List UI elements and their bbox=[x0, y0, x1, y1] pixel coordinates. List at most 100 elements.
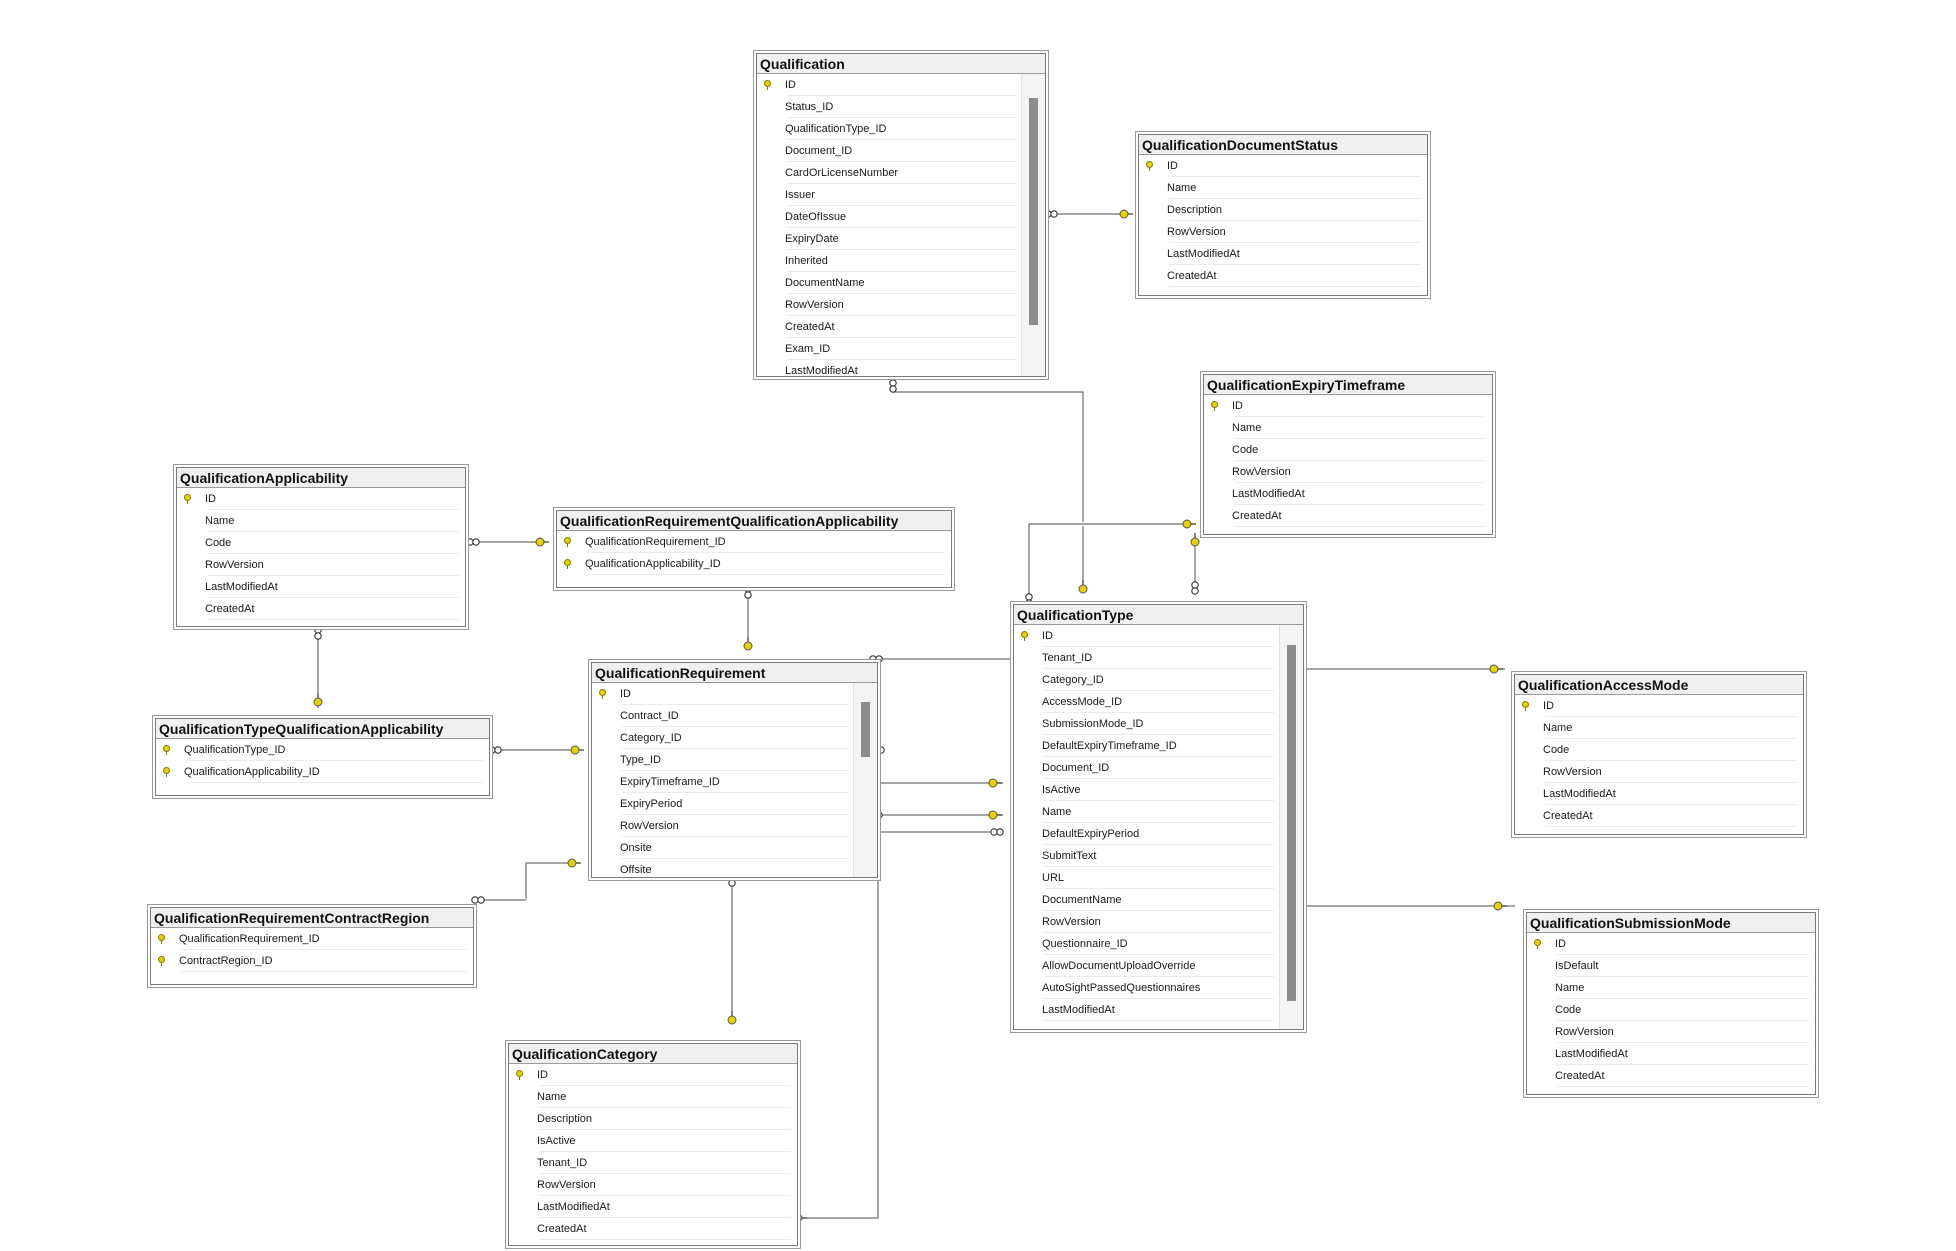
column-row[interactable]: Name bbox=[177, 510, 465, 532]
column-row[interactable]: Code bbox=[1515, 739, 1803, 761]
column-row[interactable]: CreatedAt bbox=[1527, 1065, 1815, 1087]
column-row[interactable]: Onsite bbox=[592, 837, 854, 859]
table-title[interactable]: QualificationApplicability bbox=[177, 468, 465, 488]
column-row[interactable]: CreatedAt bbox=[1139, 265, 1427, 287]
table-title[interactable]: QualificationExpiryTimeframe bbox=[1204, 375, 1492, 395]
table-title[interactable]: QualificationType bbox=[1014, 605, 1303, 625]
column-row[interactable]: Name bbox=[509, 1086, 797, 1108]
column-row[interactable]: DateOfIssue bbox=[757, 206, 1022, 228]
table-title[interactable]: QualificationRequirementContractRegion bbox=[151, 908, 473, 928]
column-row[interactable]: LastModifiedAt bbox=[1527, 1043, 1815, 1065]
column-row[interactable]: ID bbox=[592, 683, 854, 705]
column-row[interactable]: CreatedAt bbox=[757, 316, 1022, 338]
column-row[interactable]: AccessMode_ID bbox=[1014, 691, 1280, 713]
column-row[interactable]: LastModifiedAt bbox=[509, 1196, 797, 1218]
column-row[interactable]: Offsite bbox=[592, 859, 854, 877]
column-row[interactable]: Description bbox=[509, 1108, 797, 1130]
vertical-scrollbar[interactable] bbox=[1021, 74, 1045, 376]
column-row[interactable]: QualificationApplicability_ID bbox=[557, 553, 951, 575]
column-row[interactable]: AutoSightPassedQuestionnaires bbox=[1014, 977, 1280, 999]
column-row[interactable]: Status_ID bbox=[757, 96, 1022, 118]
column-row[interactable]: Exam_ID bbox=[757, 338, 1022, 360]
column-row[interactable]: LastModifiedAt bbox=[1204, 483, 1492, 505]
column-row[interactable]: ExpiryTimeframe_ID bbox=[592, 771, 854, 793]
column-row[interactable]: Name bbox=[1139, 177, 1427, 199]
column-row[interactable]: DefaultExpiryPeriod bbox=[1014, 823, 1280, 845]
table-title[interactable]: QualificationCategory bbox=[509, 1044, 797, 1064]
column-row[interactable]: ID bbox=[1515, 695, 1803, 717]
column-row[interactable]: ID bbox=[1139, 155, 1427, 177]
column-row[interactable]: Tenant_ID bbox=[1014, 647, 1280, 669]
scrollbar-thumb[interactable] bbox=[861, 702, 870, 757]
column-row[interactable]: CreatedAt bbox=[177, 598, 465, 620]
column-row[interactable]: LastModifiedAt bbox=[1014, 999, 1280, 1021]
column-row[interactable]: IsActive bbox=[509, 1130, 797, 1152]
column-row[interactable]: Type_ID bbox=[592, 749, 854, 771]
column-row[interactable]: DocumentName bbox=[757, 272, 1022, 294]
column-row[interactable]: ID bbox=[509, 1064, 797, 1086]
column-row[interactable]: Issuer bbox=[757, 184, 1022, 206]
column-row[interactable]: QualificationType_ID bbox=[757, 118, 1022, 140]
column-row[interactable]: ID bbox=[1014, 625, 1280, 647]
column-row[interactable]: Name bbox=[1204, 417, 1492, 439]
column-row[interactable]: Name bbox=[1014, 801, 1280, 823]
column-row[interactable]: QualificationRequirement_ID bbox=[151, 928, 473, 950]
column-row[interactable]: Code bbox=[177, 532, 465, 554]
column-row[interactable]: CreatedAt bbox=[509, 1218, 797, 1240]
column-row[interactable]: Code bbox=[1204, 439, 1492, 461]
scrollbar-thumb[interactable] bbox=[1029, 98, 1038, 325]
table-qualification-type-qualification-applicability[interactable]: QualificationTypeQualificationApplicabil… bbox=[155, 718, 490, 796]
column-row[interactable]: ID bbox=[757, 74, 1022, 96]
column-row[interactable]: DocumentName bbox=[1014, 889, 1280, 911]
table-title[interactable]: QualificationAccessMode bbox=[1515, 675, 1803, 695]
column-row[interactable]: RowVersion bbox=[1527, 1021, 1815, 1043]
table-qualification-requirement-contract-region[interactable]: QualificationRequirementContractRegion Q… bbox=[150, 907, 474, 985]
column-row[interactable]: ID bbox=[1204, 395, 1492, 417]
column-row[interactable]: RowVersion bbox=[1014, 911, 1280, 933]
column-row[interactable]: Name bbox=[1515, 717, 1803, 739]
column-row[interactable]: LastModifiedAt bbox=[757, 360, 1022, 376]
column-row[interactable]: RowVersion bbox=[1204, 461, 1492, 483]
column-row[interactable]: RowVersion bbox=[1515, 761, 1803, 783]
column-row[interactable]: IsDefault bbox=[1527, 955, 1815, 977]
column-row[interactable]: QualificationApplicability_ID bbox=[156, 761, 489, 783]
column-row[interactable]: ExpiryDate bbox=[757, 228, 1022, 250]
table-title[interactable]: Qualification bbox=[757, 54, 1045, 74]
column-row[interactable]: IsActive bbox=[1014, 779, 1280, 801]
column-row[interactable]: CardOrLicenseNumber bbox=[757, 162, 1022, 184]
table-title[interactable]: QualificationSubmissionMode bbox=[1527, 913, 1815, 933]
table-title[interactable]: QualificationDocumentStatus bbox=[1139, 135, 1427, 155]
column-row[interactable]: URL bbox=[1014, 867, 1280, 889]
column-row[interactable]: Description bbox=[1139, 199, 1427, 221]
column-row[interactable]: ID bbox=[1527, 933, 1815, 955]
column-row[interactable]: QualificationRequirement_ID bbox=[557, 531, 951, 553]
column-row[interactable]: Name bbox=[1527, 977, 1815, 999]
column-row[interactable]: RowVersion bbox=[592, 815, 854, 837]
column-row[interactable]: Inherited bbox=[757, 250, 1022, 272]
column-row[interactable]: LastModifiedAt bbox=[1515, 783, 1803, 805]
column-row[interactable]: RowVersion bbox=[509, 1174, 797, 1196]
table-title[interactable]: QualificationRequirementQualificationApp… bbox=[557, 511, 951, 531]
vertical-scrollbar[interactable] bbox=[853, 683, 877, 877]
table-qualification-requirement-qualification-applicability[interactable]: QualificationRequirementQualificationApp… bbox=[556, 510, 952, 588]
column-row[interactable]: Tenant_ID bbox=[509, 1152, 797, 1174]
vertical-scrollbar[interactable] bbox=[1279, 625, 1303, 1029]
column-row[interactable]: LastModifiedAt bbox=[1139, 243, 1427, 265]
column-row[interactable]: SubmitText bbox=[1014, 845, 1280, 867]
scrollbar-thumb[interactable] bbox=[1287, 645, 1296, 1001]
column-row[interactable]: Category_ID bbox=[1014, 669, 1280, 691]
column-row[interactable]: AllowDocumentUploadOverride bbox=[1014, 955, 1280, 977]
column-row[interactable]: RowVersion bbox=[757, 294, 1022, 316]
column-row[interactable]: Code bbox=[1527, 999, 1815, 1021]
column-row[interactable]: DefaultExpiryTimeframe_ID bbox=[1014, 735, 1280, 757]
column-row[interactable]: ExpiryPeriod bbox=[592, 793, 854, 815]
column-row[interactable]: LastModifiedAt bbox=[177, 576, 465, 598]
